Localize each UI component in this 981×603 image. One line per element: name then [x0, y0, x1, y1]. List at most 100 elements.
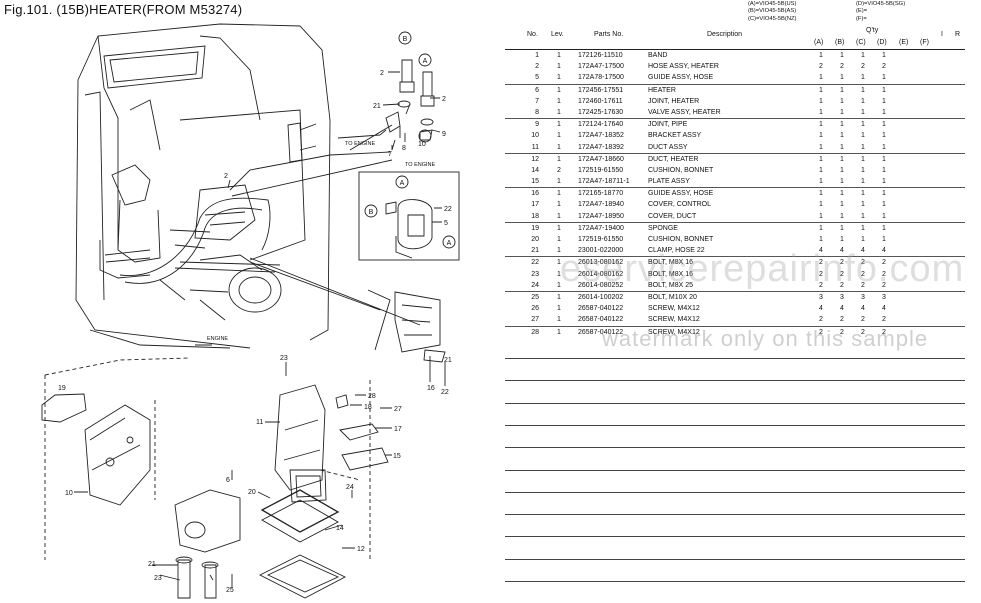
row-qty-b: 1	[840, 224, 844, 232]
row-qty-b: 4	[840, 305, 844, 313]
row-qty-d: 2	[882, 270, 886, 278]
callout-number: 19	[58, 385, 66, 392]
row-description: JOINT, HEATER	[648, 97, 700, 105]
row-qty-d: 1	[882, 166, 886, 174]
callout-number: 23	[280, 355, 288, 362]
row-qty-a: 4	[819, 305, 823, 313]
row-qty-c: 4	[861, 305, 865, 313]
row-part-no: 172A47-18940	[578, 201, 624, 209]
row-description: CUSHION, BONNET	[648, 236, 714, 243]
row-qty-c: 1	[861, 212, 865, 220]
callout-number: 28	[368, 393, 376, 400]
watermark-text: eservicerepairinfo.com	[560, 248, 965, 290]
callout-number: 10	[65, 490, 73, 497]
callout-number: 6	[226, 477, 230, 484]
row-description: HEATER	[648, 86, 676, 94]
row-qty-c: 1	[861, 86, 865, 94]
row-lev: 2	[557, 166, 561, 174]
row-qty-a: 3	[819, 293, 823, 301]
row-qty-a: 1	[819, 74, 823, 82]
row-qty-a: 2	[819, 316, 823, 324]
blank-row-line	[505, 581, 965, 582]
row-lev: 1	[557, 212, 561, 220]
row-no: 25	[531, 293, 539, 301]
row-qty-c: 2	[861, 270, 865, 278]
row-no: 27	[531, 316, 539, 324]
row-qty-d: 1	[882, 97, 886, 105]
row-part-no: 26587-040122	[578, 305, 624, 313]
row-description: BOLT, M8X 25	[648, 281, 694, 289]
row-part-no: 26014-100202	[578, 293, 624, 301]
row-no: 1	[535, 52, 539, 59]
row-no: 22	[531, 259, 539, 267]
row-qty-c: 1	[861, 97, 865, 105]
row-qty-d: 4	[882, 247, 886, 255]
header-col-f: (F)	[920, 39, 929, 46]
header-col-e: (E)	[899, 39, 909, 46]
callout-number: 16	[427, 385, 435, 392]
callout-number: 18	[364, 404, 372, 411]
header-col-a: (A)	[814, 39, 824, 46]
callout-number: 23	[154, 575, 162, 582]
callout-number: 17	[394, 426, 402, 433]
row-part-no: 172A47-18352	[578, 132, 624, 140]
row-qty-b: 1	[840, 143, 844, 151]
row-description: VALVE ASSY, HEATER	[648, 108, 721, 116]
header-no: No.	[527, 31, 538, 38]
callout-number: 9	[442, 131, 446, 138]
row-qty-d: 2	[882, 259, 886, 267]
blank-row-line	[505, 447, 965, 449]
row-qty-c: 2	[861, 281, 865, 289]
row-part-no: 172A47-18711-1	[578, 178, 630, 186]
callout-number: 7	[388, 151, 392, 158]
row-qty-b: 1	[840, 166, 844, 174]
blank-row-line	[505, 469, 965, 471]
row-description: HOSE ASSY, HEATER	[648, 63, 719, 71]
callout-number: 21	[373, 103, 381, 110]
row-description: CUSHION, BONNET	[648, 166, 714, 174]
row-lev: 1	[557, 74, 561, 82]
callout-number: 22	[444, 206, 452, 213]
row-qty-c: 1	[861, 143, 865, 151]
row-part-no: 172A78-17500	[578, 74, 624, 82]
row-description: BOLT, M10X 20	[648, 293, 697, 301]
blank-row-line	[505, 491, 965, 493]
row-description: BOLT, M8X 16	[648, 259, 694, 267]
row-qty-a: 2	[819, 270, 823, 278]
blank-row-line	[505, 358, 965, 359]
row-lev: 1	[557, 63, 561, 71]
row-qty-d: 1	[882, 143, 886, 151]
row-part-no: 26014-080162	[578, 270, 624, 278]
row-qty-a: 1	[819, 97, 823, 105]
row-part-no: 172519-61550	[578, 166, 624, 174]
row-qty-b: 1	[840, 86, 844, 94]
row-lev: 1	[557, 121, 561, 129]
row-qty-d: 2	[882, 63, 886, 71]
callout-letter: B	[403, 36, 408, 43]
row-no: 23	[531, 270, 539, 278]
row-qty-c: 1	[861, 190, 865, 198]
row-description: BOLT, M8X 16	[648, 270, 694, 278]
row-qty-c: 1	[861, 74, 865, 82]
row-description: GUIDE ASSY, HOSE	[648, 74, 714, 82]
callout-number: 21	[148, 561, 156, 568]
row-lev: 1	[557, 270, 561, 278]
row-qty-d: 1	[882, 132, 886, 140]
row-qty-d: 3	[882, 293, 886, 301]
row-qty-c: 1	[861, 224, 865, 232]
row-qty-d: 1	[882, 236, 886, 243]
figure-title: Fig.101. (15B)HEATER(FROM M53274)	[4, 2, 243, 17]
row-lev: 1	[557, 155, 561, 163]
row-qty-d: 1	[882, 212, 886, 220]
row-qty-d: 4	[882, 305, 886, 313]
